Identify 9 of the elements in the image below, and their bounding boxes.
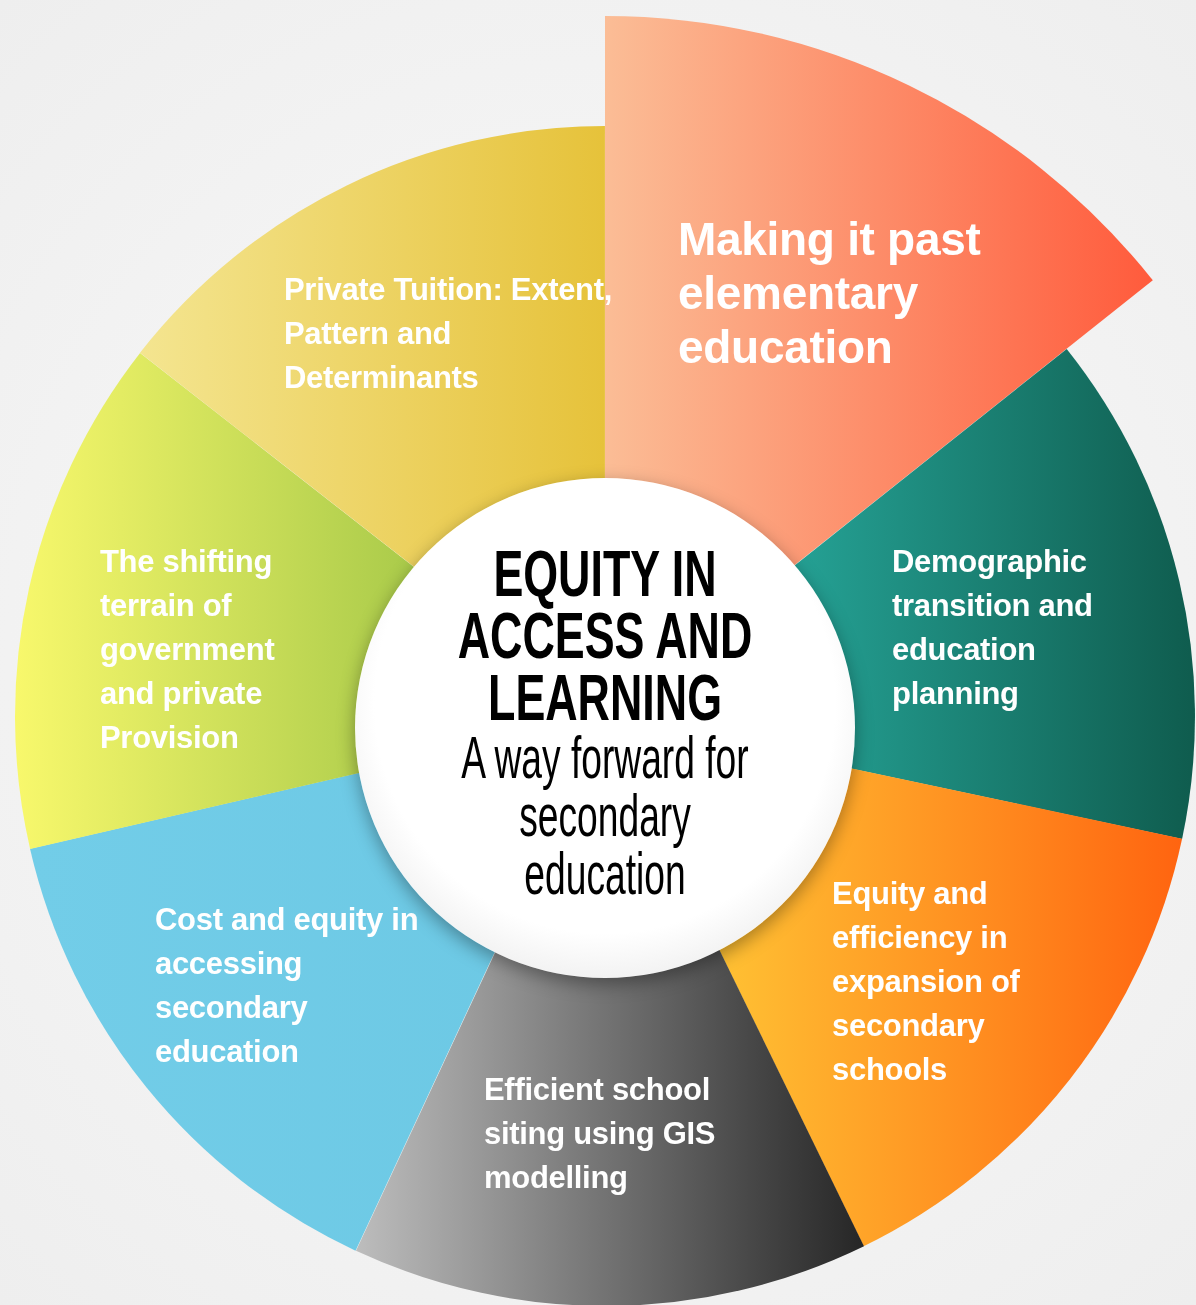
center-subtitle: A way forward for secondary education [460, 729, 750, 903]
segment-title: Cost and equity in accessing secondary education [155, 901, 420, 1071]
segment-title: Private Tuition: Extent, Pattern and Determinants [284, 271, 614, 397]
segment-title: Equity and efficiency in expansion of secondary schools [832, 875, 1021, 1089]
segment-title: Demographic transition and education planning [892, 543, 1094, 713]
segment-title: Efficient school siting using GIS modelling [484, 1071, 717, 1197]
segment-title: Making it past elementary education [678, 212, 982, 374]
center-title: EQUITY IN ACCESS AND LEARNING [456, 543, 754, 729]
segment-title: The shifting terrain of government and private Provision [100, 543, 276, 757]
